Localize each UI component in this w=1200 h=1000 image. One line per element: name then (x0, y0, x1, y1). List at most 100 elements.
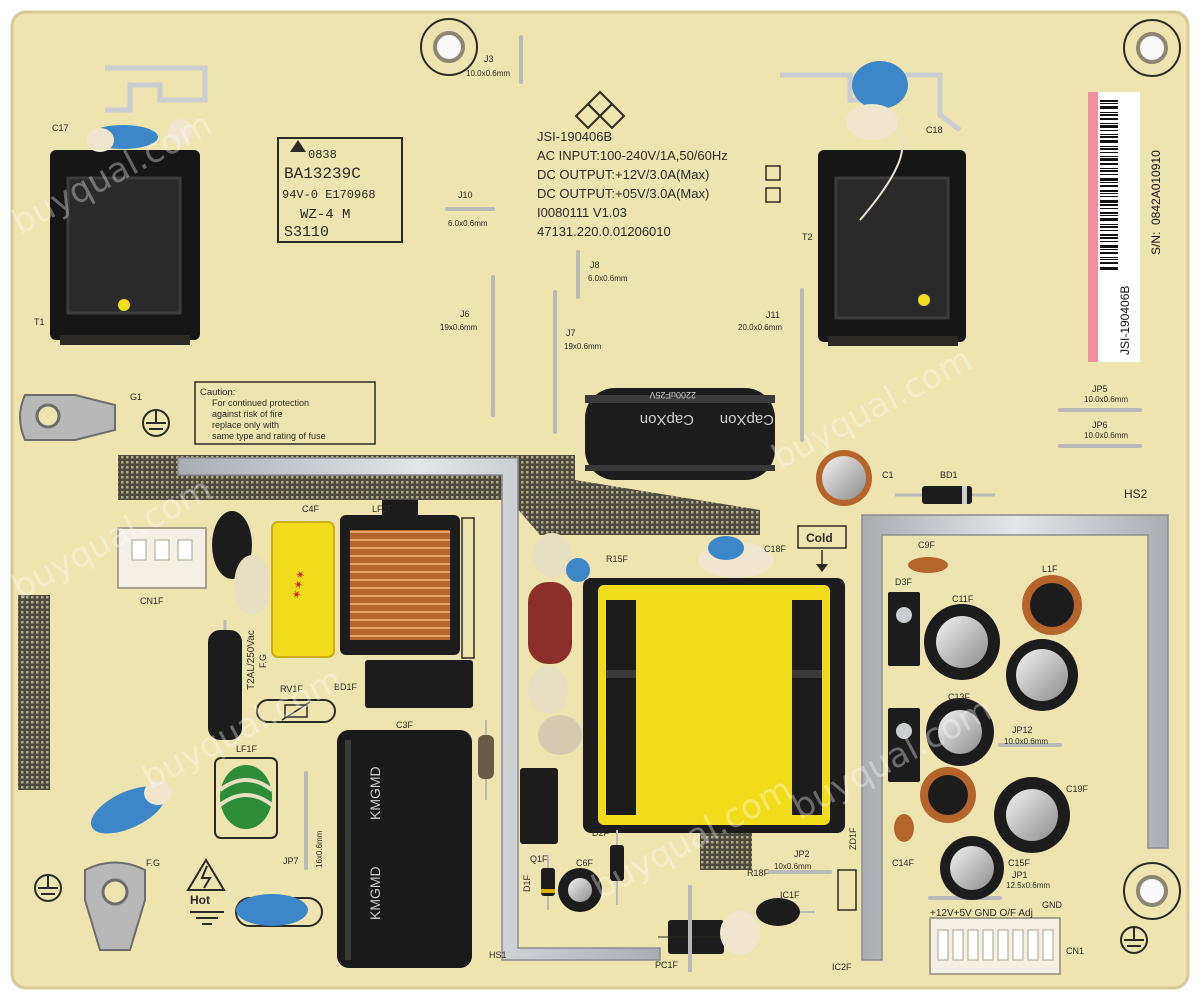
ref-d3f: D3F (895, 577, 913, 587)
kmg-brand-1: KMGMD (367, 766, 383, 820)
spec-version: I0080111 V1.03 (537, 205, 627, 220)
cn1-pin (937, 929, 949, 961)
cn1-pin-labels: +12V+5V GND O/F Adj (930, 908, 1033, 919)
ref-c19f: C19F (1066, 784, 1089, 794)
capacitor-c6f (558, 868, 602, 912)
inductor-l1f (1022, 575, 1082, 635)
ref-q1f: Q1F (530, 854, 548, 864)
caution-line-2: against risk of fire (212, 409, 283, 419)
barcode-bar (1100, 196, 1118, 197)
barcode-bar (1100, 103, 1118, 104)
ref-c13f: C13F (948, 692, 971, 702)
barcode-bar (1100, 226, 1118, 228)
ref-g1: G1 (130, 392, 142, 402)
capacitor-c11f (924, 604, 1000, 680)
ground-lug-fg (84, 861, 146, 951)
ref-jp12: JP12 (1012, 725, 1033, 735)
spec-dc-5v: DC OUTPUT:+05V/3.0A(Max) (537, 186, 709, 201)
fuse-ref: F.G (258, 654, 268, 668)
capxon-rating: 2200uF25V (649, 390, 696, 400)
resistor-r15f (528, 533, 590, 755)
barcode-bar (1100, 215, 1118, 216)
barcode-bar (1100, 190, 1118, 192)
barcode-bar (1100, 156, 1118, 157)
ref-j8: J8 (590, 260, 600, 270)
capxon-brand-2: CapXon (720, 411, 774, 428)
ref-c18f: C18F (764, 544, 787, 554)
ground-symbol-icon (142, 409, 170, 437)
inductor-lf1f (214, 757, 278, 839)
ref-j7: J7 (566, 328, 576, 338)
barcode-bar (1100, 114, 1118, 116)
ref-j10-value: 6.0x0.6mm (448, 219, 488, 228)
cn1-pin (967, 929, 979, 961)
mounting-hole-bottom-right (1123, 862, 1181, 920)
ref-c9f: C9F (918, 540, 936, 550)
mounting-hole-top-left (420, 18, 478, 76)
capxon-brand-1: CapXon (640, 411, 694, 428)
barcode-bar (1100, 185, 1118, 187)
varistor-rv1f (256, 699, 336, 723)
barcode-bar (1100, 148, 1118, 150)
ref-jp6: JP6 (1092, 420, 1108, 430)
barcode-bar (1100, 218, 1118, 221)
ref-rv1f: RV1F (280, 684, 303, 694)
ref-jp7: JP7 (283, 856, 299, 866)
lf2f-outline (461, 517, 475, 659)
ref-pc1f: PC1F (655, 960, 679, 970)
barcode-bar (1100, 174, 1118, 175)
ic-label-line-4: WZ-4 M (300, 207, 350, 223)
ref-t1: T1 (34, 317, 45, 327)
ic2f-outline (837, 869, 857, 911)
choke-lf2f (340, 500, 460, 655)
inductor-small (920, 767, 976, 823)
ref-j7-value: 19x0.6mm (564, 342, 602, 351)
ref-jp1-value: 12.5x0.6mm (1006, 881, 1050, 890)
bridge-rectifier-bd1f (365, 660, 473, 708)
diode-d2f (610, 830, 624, 905)
diode-d1f (541, 855, 555, 910)
ref-jp1: JP1 (1012, 870, 1028, 880)
ref-bd1: BD1 (940, 470, 958, 480)
barcode-bar (1100, 136, 1118, 138)
ref-lf1f: LF1F (236, 744, 258, 754)
ref-c4f: C4F (302, 504, 320, 514)
ground-plane-hatch-left (18, 595, 50, 790)
spec-dc-12v: DC OUTPUT:+12V/3.0A(Max) (537, 167, 709, 182)
barcode-bar (1100, 193, 1118, 194)
barcode-bar (1100, 163, 1118, 165)
ref-j6-value: 19x0.6mm (440, 323, 478, 332)
ref-jp7-value: 16x0.6mm (315, 830, 324, 868)
logo-mark (574, 90, 626, 130)
barcode-bar (1100, 257, 1118, 258)
barcode-bar (1100, 237, 1118, 239)
ref-c14f: C14F (892, 858, 915, 868)
ic-label-line-5: S3110 (284, 224, 329, 241)
barcode-bar (1100, 259, 1118, 260)
board-model: JSI-190406B (537, 129, 612, 144)
cn1-pin (1012, 929, 1024, 961)
ref-cn1f: CN1F (140, 596, 164, 606)
jumper-wires (304, 35, 1142, 900)
ceramic-capacitor-left (90, 781, 172, 834)
c4f-marking: ✶✶✶ (289, 568, 308, 600)
cn1-pin (997, 929, 1009, 961)
transformer-main-yellow (583, 578, 845, 833)
ceramic-capacitor-c18 (846, 61, 908, 221)
regulator-ic1f (756, 898, 815, 926)
barcode-bar (1100, 245, 1118, 248)
cold-label-box (797, 525, 847, 572)
barcode-bar (1100, 100, 1118, 102)
ref-d1f: D1F (522, 874, 532, 892)
barcode-bar (1100, 130, 1118, 131)
barcode-bar (1100, 125, 1118, 128)
transformer-t2 (780, 72, 966, 346)
barcode-bar (1100, 267, 1118, 270)
capacitor-output-a (1006, 639, 1078, 711)
fuse-marking: T2AL/250Vac (246, 630, 257, 690)
caution-line-4: same type and rating of fuse (212, 431, 326, 441)
sticker-sn-value: 0842A010910 (1149, 150, 1163, 225)
barcode-bar (1100, 252, 1118, 254)
hot-label: Hot (190, 893, 210, 907)
